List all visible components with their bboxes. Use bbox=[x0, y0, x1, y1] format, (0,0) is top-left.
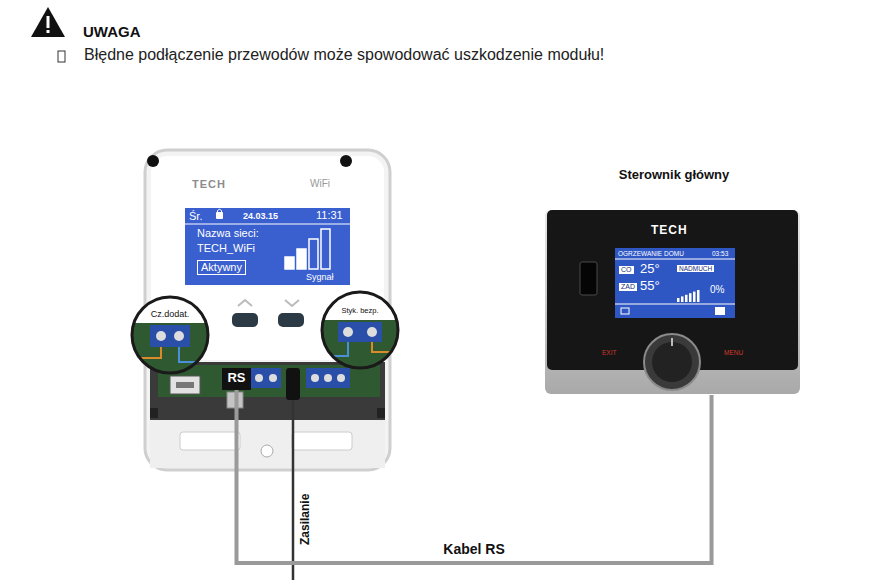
node-subtext: 11:31 bbox=[316, 209, 343, 222]
node-subtext: TECH_WiFi bbox=[197, 242, 255, 255]
node-text: Cz.dodat. bbox=[132, 309, 208, 319]
usb-slot bbox=[176, 382, 194, 388]
node-subtext: Nazwa sieci: bbox=[197, 227, 259, 240]
power-plug bbox=[286, 368, 300, 400]
screw bbox=[311, 374, 319, 382]
button bbox=[278, 313, 304, 327]
housing-dot bbox=[147, 155, 159, 167]
housing-slot bbox=[180, 432, 240, 450]
screw bbox=[324, 374, 332, 382]
node-subtext: MENU bbox=[724, 349, 743, 356]
main-controller: Sterownik głównyTECH EXIT MENU OGRZEWANIE D… bbox=[540, 160, 808, 395]
button bbox=[232, 313, 258, 327]
screw bbox=[269, 374, 277, 382]
usb-socket bbox=[170, 376, 200, 394]
housing-tab bbox=[377, 408, 385, 418]
node-subtext: 25° bbox=[640, 262, 660, 277]
screw bbox=[255, 374, 263, 382]
screw bbox=[337, 374, 345, 382]
node-subtext: TECH bbox=[651, 224, 688, 238]
housing-slot bbox=[292, 432, 352, 450]
housing-tab bbox=[150, 408, 158, 418]
terminal-callout: Cz.dodat. bbox=[132, 297, 208, 373]
node-subtext: Aktywny bbox=[197, 260, 246, 275]
housing-lower bbox=[150, 420, 385, 468]
node-subtext: NADMUCH bbox=[677, 265, 714, 272]
magnifier-rim bbox=[132, 297, 208, 373]
power-wire bbox=[292, 398, 295, 580]
node-text: RS bbox=[222, 371, 251, 386]
node-subtext: WiFi bbox=[310, 178, 330, 190]
magnifier-rim bbox=[322, 292, 398, 368]
rs-cable bbox=[237, 390, 712, 563]
terminal-block bbox=[251, 368, 281, 388]
node-subtext: 0% bbox=[710, 284, 724, 296]
node-subtext: 24.03.15 bbox=[243, 211, 278, 221]
magnifier-right bbox=[320, 290, 400, 370]
warning-mark bbox=[47, 16, 50, 28]
rs-socket: RS bbox=[222, 368, 251, 390]
node-text: TECH bbox=[192, 178, 226, 191]
pcb bbox=[158, 365, 380, 397]
module-screen: Śr. 24.03.15 11:31Nazwa sieci: TECH_WiFiAkt… bbox=[185, 208, 350, 285]
node-text: Styk. bezp. bbox=[322, 307, 398, 316]
controller-screen: OGRZEWANIE DOMU 03:53CO 25°ZAD55° NADMUCH 0% bbox=[615, 248, 735, 318]
node-text: OGRZEWANIE DOMU bbox=[618, 250, 684, 257]
warning-heading: UWAGA bbox=[83, 23, 141, 40]
cable-label: Zasilanie bbox=[299, 494, 313, 545]
node-subtext: 03:53 bbox=[712, 250, 728, 257]
housing-dot bbox=[340, 155, 352, 167]
node-text: Sterownik główny bbox=[540, 168, 808, 183]
node-subtext: CO bbox=[619, 266, 634, 274]
up-chevron bbox=[238, 300, 252, 306]
warning-icon bbox=[31, 7, 65, 37]
bullet-box bbox=[58, 51, 65, 62]
warning-dot bbox=[47, 30, 50, 33]
node-subtext: EXIT bbox=[602, 349, 616, 356]
node-text: Śr. bbox=[189, 210, 202, 223]
edge-label: Kabel RS bbox=[441, 541, 506, 557]
module-face bbox=[151, 156, 384, 360]
terminal-callout: Styk. bezp. bbox=[322, 292, 398, 368]
node-subtext: 55° bbox=[640, 279, 660, 294]
screw-hole bbox=[261, 445, 273, 457]
down-chevron bbox=[285, 300, 299, 306]
warning-note: Błędne podłączenie przewodów może spowod… bbox=[84, 46, 604, 64]
terminal-block bbox=[306, 368, 350, 388]
node-subtext: Sygnał bbox=[306, 272, 334, 282]
magnifier-left bbox=[130, 295, 210, 375]
node-subtext: ZAD bbox=[619, 283, 637, 291]
